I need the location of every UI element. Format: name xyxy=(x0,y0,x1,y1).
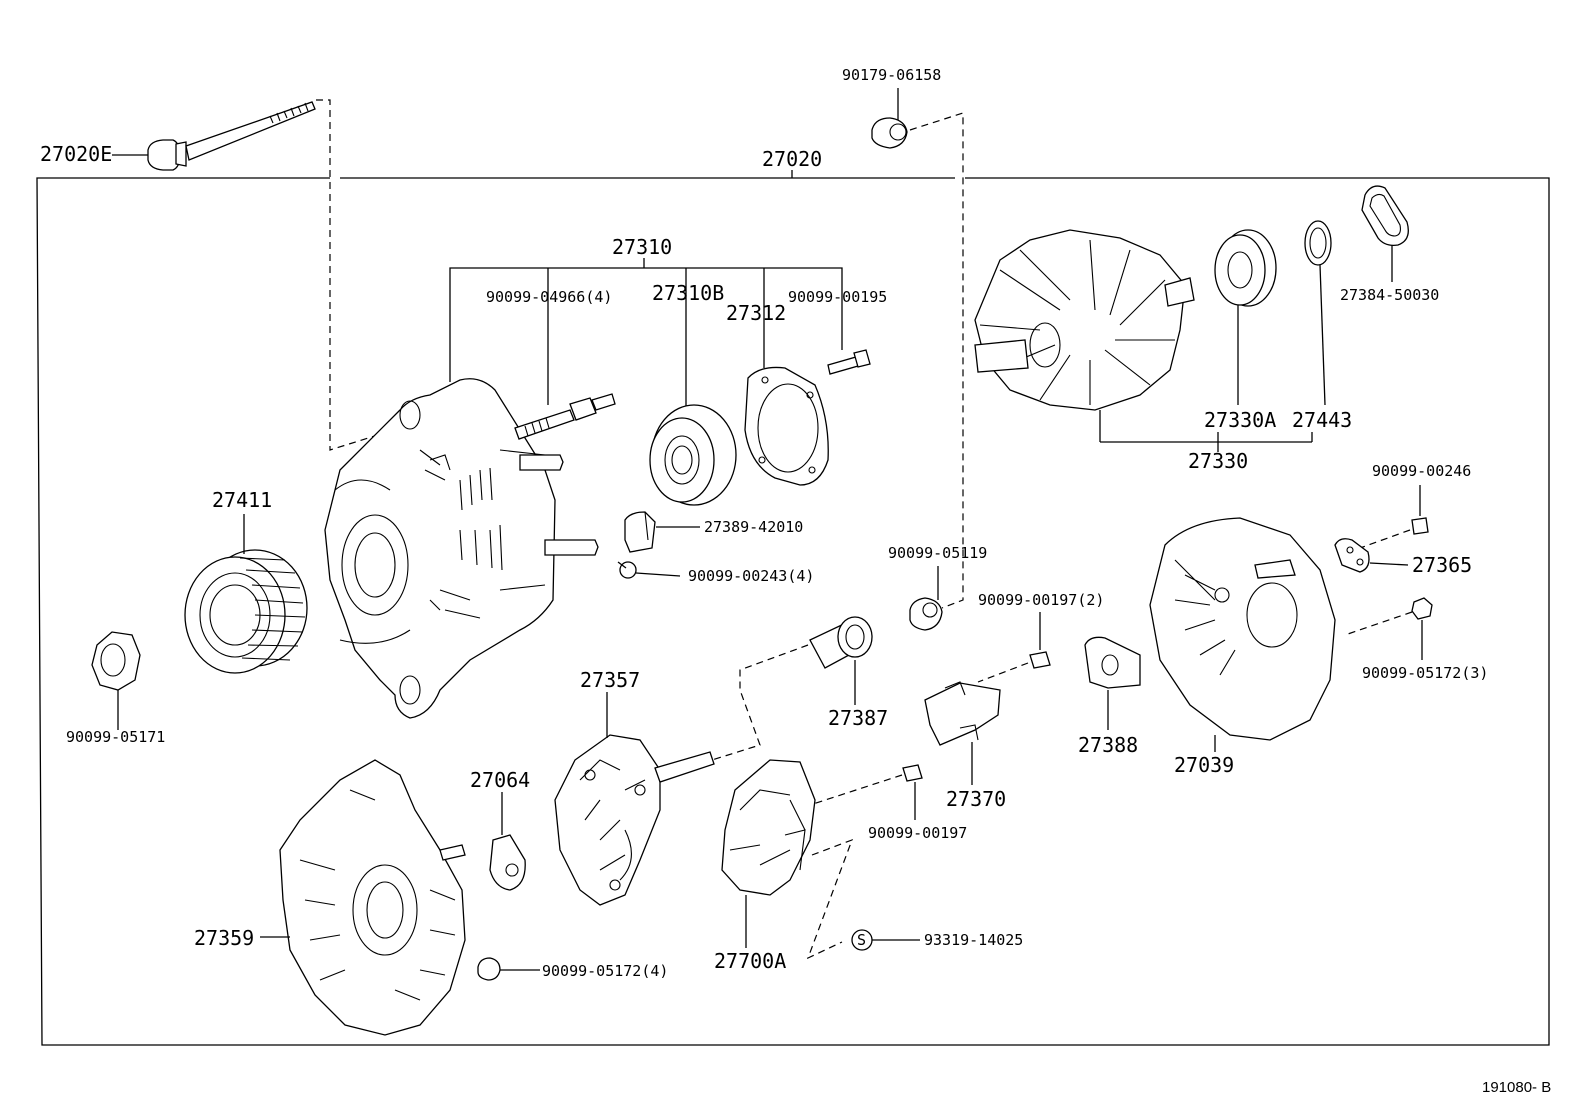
upper-nut-part xyxy=(909,566,943,631)
label-90099-05119: 90099-05119 xyxy=(888,544,987,562)
label-27443: 27443 xyxy=(1292,408,1352,432)
label-90099-05171: 90099-05171 xyxy=(66,728,165,746)
label-27389-42010: 27389-42010 xyxy=(704,518,803,536)
cover-nut-part xyxy=(477,957,540,981)
label-27020e: 27020E xyxy=(40,142,112,166)
oil-ring-part xyxy=(1361,185,1409,282)
label-90099-00197-2: 90099-00197(2) xyxy=(978,591,1104,609)
retainer-plate-part xyxy=(744,366,829,486)
label-90179-06158: 90179-06158 xyxy=(842,66,941,84)
label-27411: 27411 xyxy=(212,488,272,512)
stud-bolt-part xyxy=(514,393,616,440)
through-bolt-part xyxy=(112,99,401,451)
label-27039: 27039 xyxy=(1174,753,1234,777)
seal-s-symbol: S xyxy=(857,931,866,949)
label-27365: 27365 xyxy=(1412,553,1472,577)
group-27330-bracket xyxy=(1100,432,1313,452)
terminal-insulator-27387-part xyxy=(711,616,873,761)
rectifier-end-frame-part xyxy=(1149,517,1336,752)
group-27310-bracket xyxy=(449,258,843,410)
label-27357: 27357 xyxy=(580,668,640,692)
rear-bearing-part xyxy=(1214,229,1277,405)
front-bearing-part xyxy=(649,404,737,506)
label-27312: 27312 xyxy=(726,301,786,325)
label-27310: 27310 xyxy=(612,235,672,259)
rectifier-part xyxy=(554,692,715,906)
label-93319-14025: 93319-14025 xyxy=(924,931,1023,949)
terminal-screw-part xyxy=(617,561,681,579)
insulator-27064-part xyxy=(489,792,526,891)
brush-holder-cover-part xyxy=(1084,636,1141,730)
top-nut-part xyxy=(871,88,964,609)
terminal-insulator-part xyxy=(624,511,700,553)
label-90099-05172-4: 90099-05172(4) xyxy=(542,962,668,980)
regulator-screw2-part xyxy=(977,612,1051,683)
pulley-part xyxy=(184,514,308,674)
regulator-part xyxy=(721,759,854,960)
rotor-part xyxy=(974,229,1195,442)
terminal-plate-part xyxy=(1334,538,1409,573)
label-90099-00243: 90099-00243(4) xyxy=(688,567,814,585)
label-27330: 27330 xyxy=(1188,449,1248,473)
retainer-screw-part xyxy=(827,316,871,375)
rear-bolt-part xyxy=(1359,485,1429,549)
label-27384-50030: 27384-50030 xyxy=(1340,286,1439,304)
bearing-cover-part xyxy=(1304,220,1332,406)
rear-cover-part xyxy=(260,759,466,1036)
seal-callout: S xyxy=(851,929,920,951)
regulator-screw-part xyxy=(809,764,923,820)
label-27359: 27359 xyxy=(194,926,254,950)
label-90099-00197: 90099-00197 xyxy=(868,824,967,842)
label-27064: 27064 xyxy=(470,768,530,792)
assembly-frame xyxy=(36,170,1550,1046)
label-90099-00195: 90099-00195 xyxy=(788,288,887,306)
label-90099-00246: 90099-00246 xyxy=(1372,462,1471,480)
label-27370: 27370 xyxy=(946,787,1006,811)
drive-end-frame-part xyxy=(324,378,599,719)
label-90099-04966: 90099-04966(4) xyxy=(486,288,612,306)
part-labels: 27020E 90179-06158 27020 27310 90099-049… xyxy=(40,66,1551,1096)
label-27310b: 27310B xyxy=(652,281,724,305)
label-27330a: 27330A xyxy=(1204,408,1276,432)
label-27387: 27387 xyxy=(828,706,888,730)
pulley-nut-part xyxy=(91,631,141,730)
label-27020: 27020 xyxy=(762,147,822,171)
rear-nut-part xyxy=(1344,597,1433,660)
label-27700a: 27700A xyxy=(714,949,786,973)
rectifier-holder-part xyxy=(924,681,1001,785)
label-90099-05172-3: 90099-05172(3) xyxy=(1362,664,1488,682)
label-27388: 27388 xyxy=(1078,733,1138,757)
figure-code: 191080- B xyxy=(1482,1079,1551,1096)
